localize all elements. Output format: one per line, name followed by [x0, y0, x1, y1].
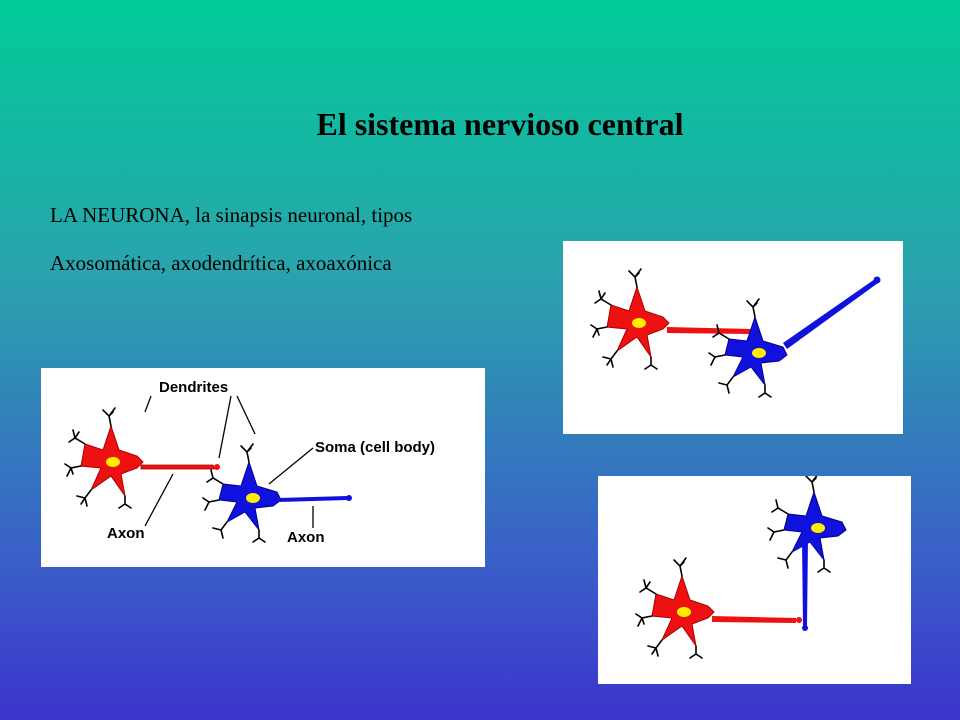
postsynaptic-axon-terminal [802, 625, 808, 631]
leader-dendrites-2 [218, 395, 232, 459]
leader-dendrites-3 [236, 395, 256, 435]
presynaptic-axon [712, 616, 796, 623]
presynaptic-neuron [590, 268, 670, 370]
postsynaptic-axon-terminal [873, 276, 881, 284]
postsynaptic-axon [279, 496, 347, 502]
presynaptic-axon [667, 327, 751, 334]
presynaptic-neuron [64, 407, 144, 509]
figure-axodendritic [563, 241, 903, 434]
postsynaptic-neuron [202, 443, 282, 543]
axosomatic-diagram: Dendrites Soma (cell body) Axon Axon [64, 379, 435, 546]
postsynaptic-axon-terminal [346, 495, 352, 501]
postsynaptic-axon [783, 279, 878, 349]
leader-dendrites-1 [144, 395, 152, 413]
label-axon-left: Axon [107, 525, 145, 542]
presynaptic-neuron [635, 557, 715, 659]
axon-terminal [796, 617, 802, 623]
slide-title: El sistema nervioso central [316, 106, 684, 142]
presynaptic-axon [140, 464, 216, 470]
topic-line-synapse-types: Axosomática, axodendrítica, axoaxónica [50, 251, 392, 275]
axodendritic-diagram [590, 268, 881, 398]
label-axon-right: Axon [287, 529, 325, 546]
axon-terminal [214, 464, 220, 470]
postsynaptic-axon [802, 538, 808, 626]
postsynaptic-neuron [708, 298, 788, 398]
topic-line-neuron: LA NEURONA, la sinapsis neuronal, tipos [50, 203, 413, 227]
label-dendrites: Dendrites [159, 379, 228, 396]
leader-soma [268, 447, 314, 485]
figure-axosomatic-labeled: Dendrites Soma (cell body) Axon Axon [41, 368, 485, 567]
label-soma: Soma (cell body) [315, 439, 435, 456]
axoaxonic-diagram [635, 476, 847, 659]
leader-axon-left [144, 473, 174, 527]
figure-axoaxonic [598, 476, 911, 684]
